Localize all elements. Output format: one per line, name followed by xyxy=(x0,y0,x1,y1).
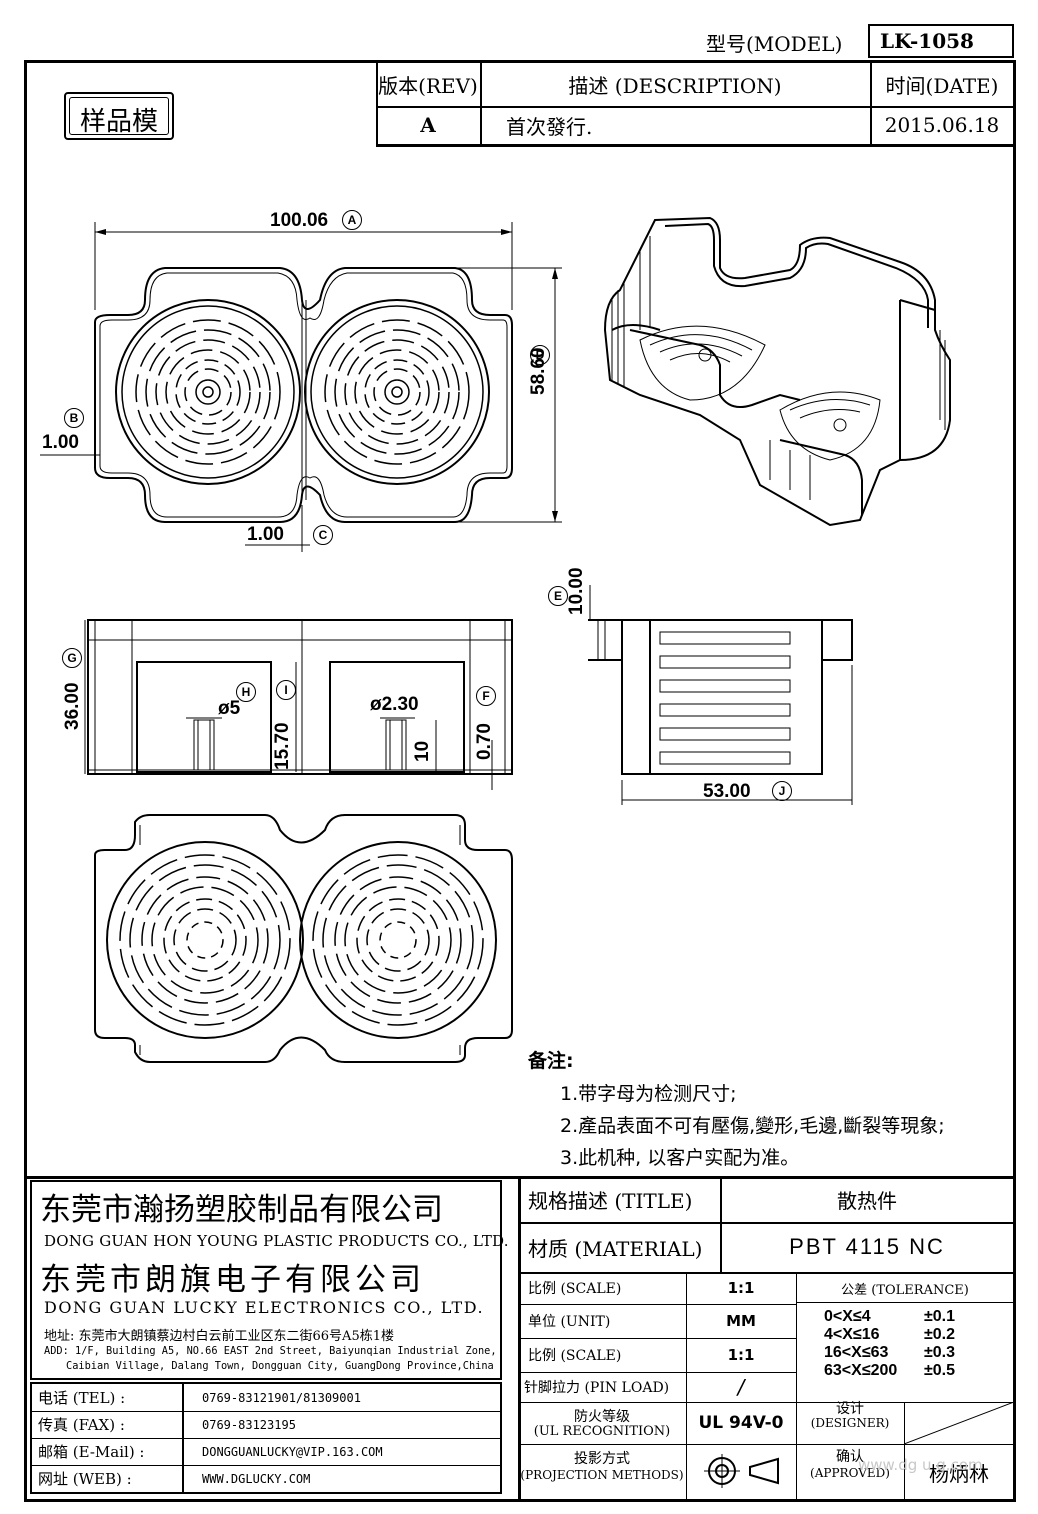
dim-post-h: 10 xyxy=(412,740,433,762)
contact-label-fax: 传真 (FAX) : xyxy=(38,1416,125,1434)
dim-hole-d1: ø5 xyxy=(218,698,241,719)
spec-row-pinload-value: / xyxy=(737,1375,745,1399)
watermark: www.dg u g.com xyxy=(858,1456,983,1474)
top-view xyxy=(40,222,562,552)
spec-proj-label-1: 投影方式 xyxy=(574,1451,630,1467)
company-name-cn-2: 东莞市朗旗电子有限公司 xyxy=(40,1262,425,1298)
spec-row-scale-2-value: 1:1 xyxy=(727,1346,755,1364)
contact-value-tel: 0769-83121901/81309001 xyxy=(202,1390,361,1405)
tolerance-row: 63<X≤200±0.5 xyxy=(824,1362,956,1379)
contact-value-fax: 0769-83123195 xyxy=(202,1417,296,1432)
company-name-en-2: DONG GUAN LUCKY ELECTRONICS CO., LTD. xyxy=(44,1298,485,1317)
spec-material-label: 材质 (MATERIAL) xyxy=(528,1236,703,1261)
spec-tolerance-label: 公差 (TOLERANCE) xyxy=(841,1282,969,1298)
dim-width: 100.06 xyxy=(270,210,329,231)
rev-value: A xyxy=(420,113,436,137)
dim-hole-d1-tag: H xyxy=(236,682,256,702)
tolerance-list: 0<X≤4±0.1 4<X≤16±0.2 16<X≤63±0.3 63<X≤20… xyxy=(824,1308,955,1380)
approved-value: 杨炳林 xyxy=(929,1461,989,1486)
model-box: LK-1058 xyxy=(868,24,1014,58)
spec-row-scale-1-label: 比例 (SCALE) xyxy=(528,1281,622,1297)
front-view xyxy=(84,619,513,790)
dim-width-tag: A xyxy=(342,210,362,230)
designer-signature-slash xyxy=(904,1402,1014,1444)
company-address-cn: 地址: 东莞市大朗镇蔡边村白云前工业区东二街66号A5栋1楼 xyxy=(44,1329,394,1344)
spec-row-unit-value: MM xyxy=(726,1312,756,1330)
dim-total-h: 36.00 xyxy=(62,682,83,730)
designer-label-2: (DESIGNER) xyxy=(810,1416,890,1430)
sample-stamp: 样品模 xyxy=(64,92,174,140)
contact-value-web[interactable]: WWW.DGLUCKY.COM xyxy=(202,1471,311,1486)
date-header: 时间(DATE) xyxy=(885,73,999,98)
dim-hole-d2: ø2.30 xyxy=(370,694,419,715)
contacts-table: 电话 (TEL) : 0769-83121901/81309001 传真 (FA… xyxy=(30,1382,502,1494)
dim-depth-tag: J xyxy=(772,781,792,801)
spec-proj-label-2: (PROJECTION METHODS) xyxy=(520,1468,684,1482)
sample-stamp-text: 样品模 xyxy=(79,107,158,137)
spec-row-scale-2-label: 比例 (SCALE) xyxy=(528,1348,622,1364)
dim-flange-tag: E xyxy=(548,586,568,606)
isometric-view xyxy=(603,216,951,527)
desc-header: 描述 (DESCRIPTION) xyxy=(568,73,782,98)
bottom-view xyxy=(94,814,513,1063)
tolerance-row: 0<X≤4±0.1 xyxy=(824,1308,956,1325)
dim-base-t: 0.70 xyxy=(474,723,495,760)
notes-title: 备注: xyxy=(528,1050,574,1072)
dim-total-h-tag: G xyxy=(62,648,82,668)
spec-ul-value: UL 94V-0 xyxy=(698,1413,784,1433)
company-block: 东莞市瀚扬塑胶制品有限公司 DONG GUAN HON YOUNG PLASTI… xyxy=(30,1180,509,1380)
approved-label-2: (APPROVED) xyxy=(810,1466,890,1480)
contact-value-email[interactable]: DONGGUANLUCKY@VIP.163.COM xyxy=(202,1444,383,1459)
drawing-frame xyxy=(24,60,1016,1502)
spec-row-unit-label: 单位 (UNIT) xyxy=(528,1314,611,1330)
model-value: LK-1058 xyxy=(880,29,974,53)
dim-wall-c: 1.00 xyxy=(247,524,284,545)
dim-wall-b: 1.00 xyxy=(42,432,79,453)
company-name-cn-1: 东莞市瀚扬塑胶制品有限公司 xyxy=(40,1192,443,1228)
tolerance-row: 16<X≤63±0.3 xyxy=(824,1344,956,1361)
designer-label-1: 设计 xyxy=(836,1401,864,1417)
company-address-en-1: ADD: 1/F, Building A5, NO.66 EAST 2nd St… xyxy=(44,1345,497,1357)
dim-inner-h-tag: I xyxy=(276,680,296,700)
dim-wall-c-tag: C xyxy=(313,525,333,545)
note-1: 1.带字母为检测尺寸; xyxy=(560,1083,737,1105)
dim-inner-h: 15.70 xyxy=(272,722,293,770)
desc-value: 首次發行. xyxy=(506,114,593,139)
projection-symbol-icon xyxy=(704,1454,779,1488)
note-3: 3.此机种, 以客户实配为准。 xyxy=(560,1147,800,1169)
approved-label-1: 确认 xyxy=(836,1449,864,1465)
dim-depth: 53.00 xyxy=(703,781,751,802)
revision-table: 版本(REV) 描述 (DESCRIPTION) 时间(DATE) A 首次發行… xyxy=(376,62,1014,146)
company-address-en-2: Caibian Village, Dalang Town, Dongguan C… xyxy=(66,1360,494,1372)
spec-table: 规格描述 (TITLE) 散热件 材质 (MATERIAL) PBT 4115 … xyxy=(518,1176,1014,1500)
note-2: 2.產品表面不可有壓傷,變形,毛邊,斷裂等現象; xyxy=(560,1115,945,1137)
spec-title-label: 规格描述 (TITLE) xyxy=(528,1188,693,1213)
dim-flange: 10.00 xyxy=(566,567,587,615)
tolerance-row: 4<X≤16±0.2 xyxy=(824,1326,956,1343)
model-label: 型号(MODEL) xyxy=(706,32,843,56)
contact-label-tel: 电话 (TEL) : xyxy=(38,1389,126,1407)
spec-title-value: 散热件 xyxy=(837,1188,897,1213)
side-view xyxy=(588,585,853,805)
spec-ul-label-2: (UL RECOGNITION) xyxy=(533,1424,671,1439)
contact-label-email: 邮箱 (E-Mail) : xyxy=(38,1443,145,1461)
spec-row-scale-1-value: 1:1 xyxy=(727,1279,755,1297)
notes: 备注: 1.带字母为检测尺寸; 2.產品表面不可有壓傷,變形,毛邊,斷裂等現象;… xyxy=(528,1046,945,1170)
spec-row-pinload-label: 针脚拉力 (PIN LOAD) xyxy=(524,1380,670,1396)
rev-header: 版本(REV) xyxy=(378,73,478,98)
date-value: 2015.06.18 xyxy=(884,113,1000,137)
dim-wall-b-tag: B xyxy=(64,408,84,428)
contact-label-web: 网址 (WEB) : xyxy=(38,1470,132,1488)
dim-base-t-tag: F xyxy=(476,686,496,706)
spec-material-value: PBT 4115 NC xyxy=(789,1234,945,1259)
dim-height-tag: D xyxy=(530,345,550,365)
company-name-en-1: DONG GUAN HON YOUNG PLASTIC PRODUCTS CO.… xyxy=(44,1232,509,1250)
spec-ul-label-1: 防火等级 xyxy=(574,1409,630,1425)
